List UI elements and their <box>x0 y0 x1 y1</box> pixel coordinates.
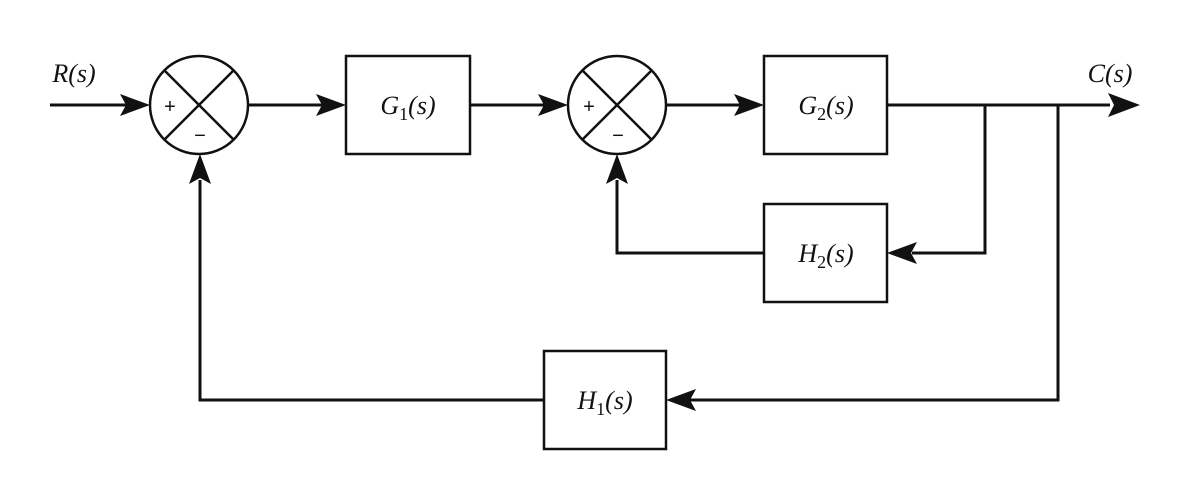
g1-subscript: 1 <box>399 104 408 124</box>
arrow-into-h2 <box>887 242 917 264</box>
g2-subscript: 2 <box>817 104 826 124</box>
h2-subscript: 2 <box>817 252 826 272</box>
wire-h2-feedback-out <box>615 180 764 255</box>
h1-argument: (s) <box>605 386 632 415</box>
sum2-minus-sign: − <box>612 125 624 147</box>
block-h1: H1(s) <box>542 349 668 451</box>
block-h2: H2(s) <box>762 202 889 304</box>
g2-argument: (s) <box>826 91 853 120</box>
summing-junction-1: + − <box>148 54 250 156</box>
block-g1: G1(s) <box>344 54 472 156</box>
sum1-minus-sign: − <box>194 125 206 147</box>
arrow-into-sum1-bottom <box>189 154 211 184</box>
summing-junction-2: + − <box>566 54 668 156</box>
wire-h2-feedback-in <box>912 105 987 255</box>
svg-text:G2(s): G2(s) <box>798 91 853 124</box>
block-g2: G2(s) <box>762 54 889 156</box>
h1-name: H <box>576 386 597 415</box>
g1-name: G <box>380 91 399 120</box>
wire-h1-feedback-out <box>198 180 544 402</box>
arrow-into-h1 <box>666 389 696 411</box>
arrow-into-sum2-bottom <box>606 154 628 184</box>
h2-argument: (s) <box>826 239 853 268</box>
arrow-into-g2 <box>734 94 764 116</box>
g1-argument: (s) <box>408 91 435 120</box>
svg-text:H2(s): H2(s) <box>797 239 853 272</box>
arrow-into-sum2 <box>538 94 568 116</box>
arrow-into-sum1 <box>120 94 150 116</box>
h1-subscript: 1 <box>596 399 605 419</box>
output-signal-label: C(s) <box>1088 59 1133 88</box>
g2-name: G <box>798 91 817 120</box>
arrow-into-g1 <box>316 94 346 116</box>
input-signal-label: R(s) <box>51 59 95 88</box>
wire-h1-feedback-in <box>690 105 1060 402</box>
h2-name: H <box>797 239 818 268</box>
svg-text:H1(s): H1(s) <box>576 386 632 419</box>
sum2-plus-sign: + <box>583 96 595 118</box>
sum1-plus-sign: + <box>164 96 176 118</box>
svg-text:G1(s): G1(s) <box>380 91 435 124</box>
arrow-output <box>1108 93 1140 117</box>
